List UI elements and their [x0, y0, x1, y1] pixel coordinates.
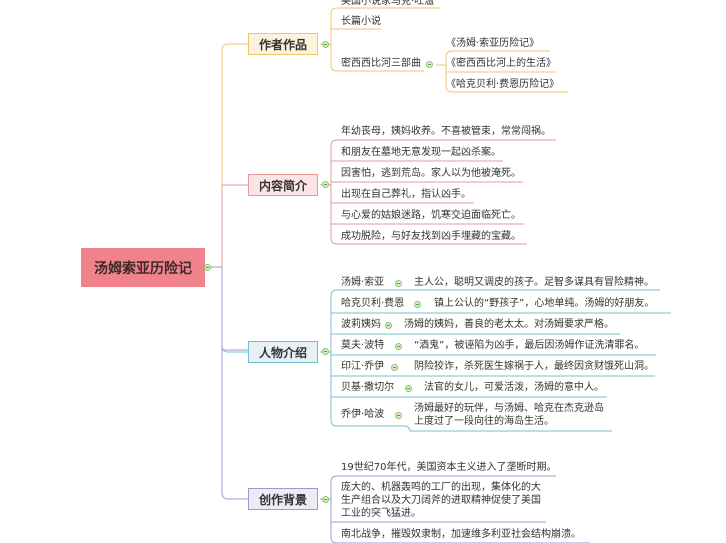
summary-item[interactable]: 因害怕，逃到荒岛。家人以为他被淹死。: [341, 168, 521, 179]
topic-trilogy-book-2[interactable]: 《密西西比河上的生活》: [446, 58, 556, 69]
background-item[interactable]: 南北战争，摧毁奴隶制，加速维多利亚社会结构崩溃。: [341, 529, 581, 540]
character-name[interactable]: 莫夫·波特: [341, 340, 385, 351]
collapse-toggle-icon[interactable]: [322, 181, 329, 188]
collapse-toggle-icon[interactable]: [204, 264, 211, 271]
background-item-line[interactable]: 生产组合以及大刀阔斧的进取精神促使了美国: [341, 495, 541, 506]
background-item-line[interactable]: 工业的突飞猛进。: [341, 508, 421, 519]
topic-trilogy[interactable]: 密西西比河三部曲: [341, 58, 421, 69]
character-desc[interactable]: “酒鬼”，被诬陷为凶手，最后因汤姆作证洗清罪名。: [414, 340, 645, 351]
collapse-toggle-icon[interactable]: [322, 348, 329, 355]
summary-item[interactable]: 年幼丧母，姨妈收养。不喜被管束，常常闯祸。: [341, 126, 551, 137]
collapse-toggle-icon[interactable]: [385, 322, 392, 329]
summary-item[interactable]: 成功脱险，与好友找到凶手埋藏的宝藏。: [341, 231, 521, 242]
character-name[interactable]: 哈克贝利·费恩: [341, 298, 405, 309]
background-item-line[interactable]: 庞大的、机器轰鸣的工厂的出现，集体化的大: [341, 482, 541, 493]
collapse-toggle-icon[interactable]: [322, 41, 329, 48]
branch-background[interactable]: 创作背景: [248, 488, 318, 510]
character-desc-line[interactable]: 汤姆最好的玩伴，与汤姆、哈克在杰克逊岛: [414, 403, 604, 414]
topic-novel-type[interactable]: 长篇小说: [341, 16, 381, 27]
topic-author[interactable]: 美国小说家马克·吐温: [341, 0, 435, 7]
topic-trilogy-book-3[interactable]: 《哈克贝利·费恩历险记》: [446, 79, 560, 90]
collapse-toggle-icon[interactable]: [405, 385, 412, 392]
branch-author-works[interactable]: 作者作品: [248, 33, 318, 55]
collapse-toggle-icon[interactable]: [395, 412, 402, 419]
background-item[interactable]: 19世纪70年代，美国资本主义进入了垄断时期。: [341, 462, 557, 473]
character-desc[interactable]: 阴险狡诈，杀死医生嫁祸于人，最终因贪财饿死山洞。: [414, 361, 654, 372]
summary-item[interactable]: 与心爱的姑娘迷路，饥寒交迫面临死亡。: [341, 210, 521, 221]
character-desc[interactable]: 主人公，聪明又调皮的孩子。足智多谋具有冒险精神。: [414, 277, 654, 288]
collapse-toggle-icon[interactable]: [414, 301, 421, 308]
collapse-toggle-icon[interactable]: [391, 364, 398, 371]
character-desc-line[interactable]: 上度过了一段向往的海岛生活。: [414, 416, 554, 427]
summary-item[interactable]: 和朋友在墓地无意发现一起凶杀案。: [341, 147, 501, 158]
root-topic[interactable]: 汤姆索亚历险记: [81, 248, 205, 287]
collapse-toggle-icon[interactable]: [322, 496, 329, 503]
collapse-toggle-icon[interactable]: [426, 61, 433, 68]
character-name[interactable]: 波莉姨妈: [341, 319, 381, 330]
branch-summary[interactable]: 内容简介: [248, 174, 318, 196]
character-desc[interactable]: 汤姆的姨妈，善良的老太太。对汤姆要求严格。: [404, 319, 614, 330]
collapse-toggle-icon[interactable]: [395, 280, 402, 287]
character-name[interactable]: 汤姆·索亚: [341, 277, 385, 288]
character-desc[interactable]: 法官的女儿，可爱活泼，汤姆的意中人。: [424, 382, 604, 393]
character-name[interactable]: 印江·乔伊: [341, 361, 385, 372]
character-desc[interactable]: 镇上公认的“野孩子”，心地单纯。汤姆的好朋友。: [434, 298, 655, 309]
collapse-toggle-icon[interactable]: [395, 343, 402, 350]
character-name[interactable]: 贝基·撒切尔: [341, 382, 395, 393]
character-name[interactable]: 乔伊·哈波: [341, 409, 385, 420]
summary-item[interactable]: 出现在自己葬礼，指认凶手。: [341, 189, 471, 200]
topic-trilogy-book-1[interactable]: 《汤姆·索亚历险记》: [446, 38, 540, 49]
branch-characters[interactable]: 人物介绍: [248, 341, 318, 363]
